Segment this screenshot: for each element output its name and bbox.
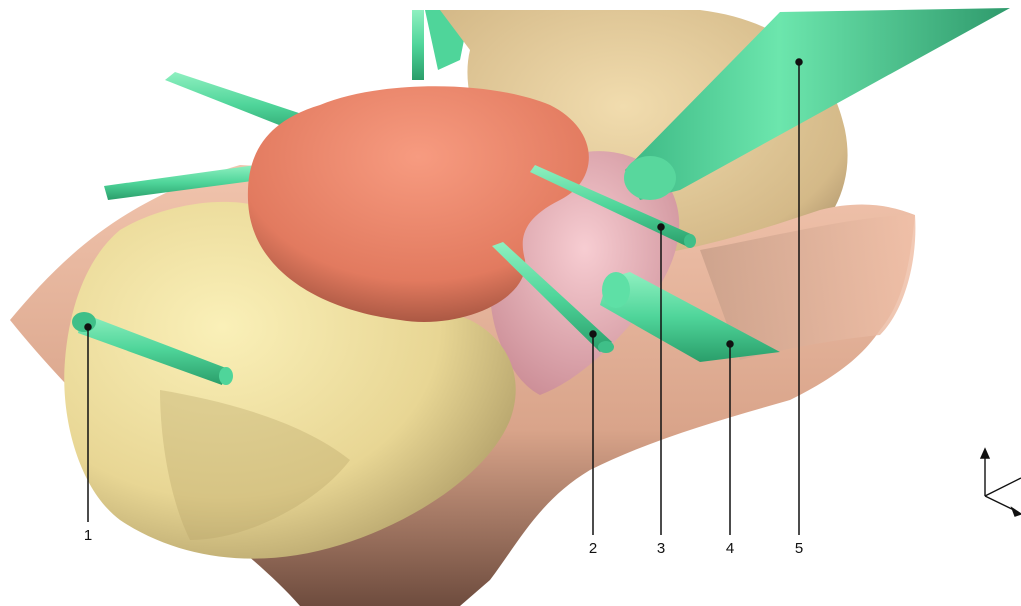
leader-dot-2 (590, 331, 596, 337)
label-4: 4 (720, 540, 740, 557)
axis-triad-icon (981, 449, 1021, 516)
label-2: 2 (583, 540, 603, 557)
label-5: 5 (789, 540, 809, 557)
leader-dot-3 (658, 224, 664, 230)
leader-dot-4 (727, 341, 733, 347)
leader-dot-1 (85, 324, 91, 330)
label-1: 1 (78, 527, 98, 544)
leader-dot-5 (796, 59, 802, 65)
label-3: 3 (651, 540, 671, 557)
